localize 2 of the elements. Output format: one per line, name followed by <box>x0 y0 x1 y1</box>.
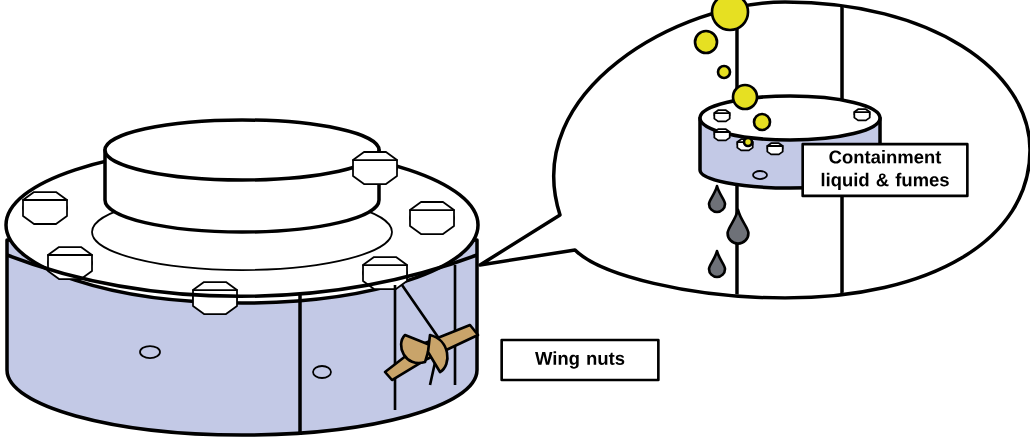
label-box: Wing nuts <box>500 338 660 382</box>
label-box: Containment liquid & fumes <box>801 142 969 198</box>
